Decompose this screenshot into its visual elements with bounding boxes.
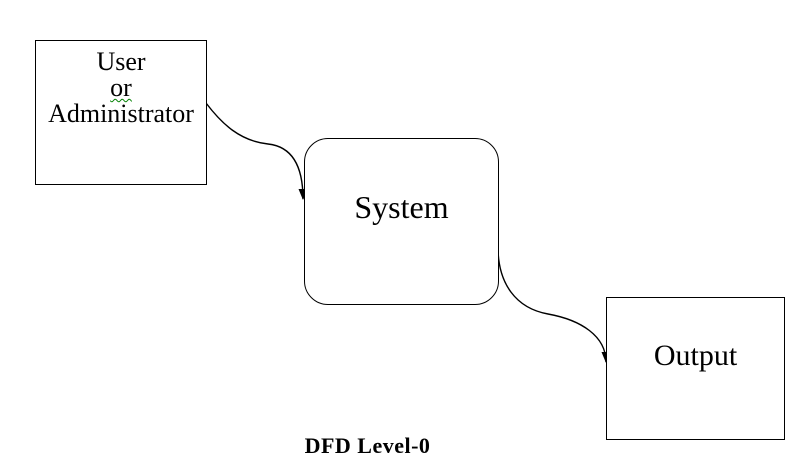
connector-system-to-output [497, 249, 611, 363]
node-user-label-line2: or [110, 73, 132, 102]
node-user-or-administrator: User or Administrator [35, 40, 207, 185]
node-system: System [304, 138, 499, 305]
connector-user-to-system [205, 102, 308, 200]
node-output: Output [606, 297, 785, 440]
node-output-label: Output [653, 339, 738, 372]
diagram-caption: DFD Level-0 [304, 433, 431, 458]
node-user-label-line3: Administrator [48, 99, 194, 128]
node-system-label: System [354, 189, 449, 225]
node-user-label-line1: User [96, 47, 146, 76]
